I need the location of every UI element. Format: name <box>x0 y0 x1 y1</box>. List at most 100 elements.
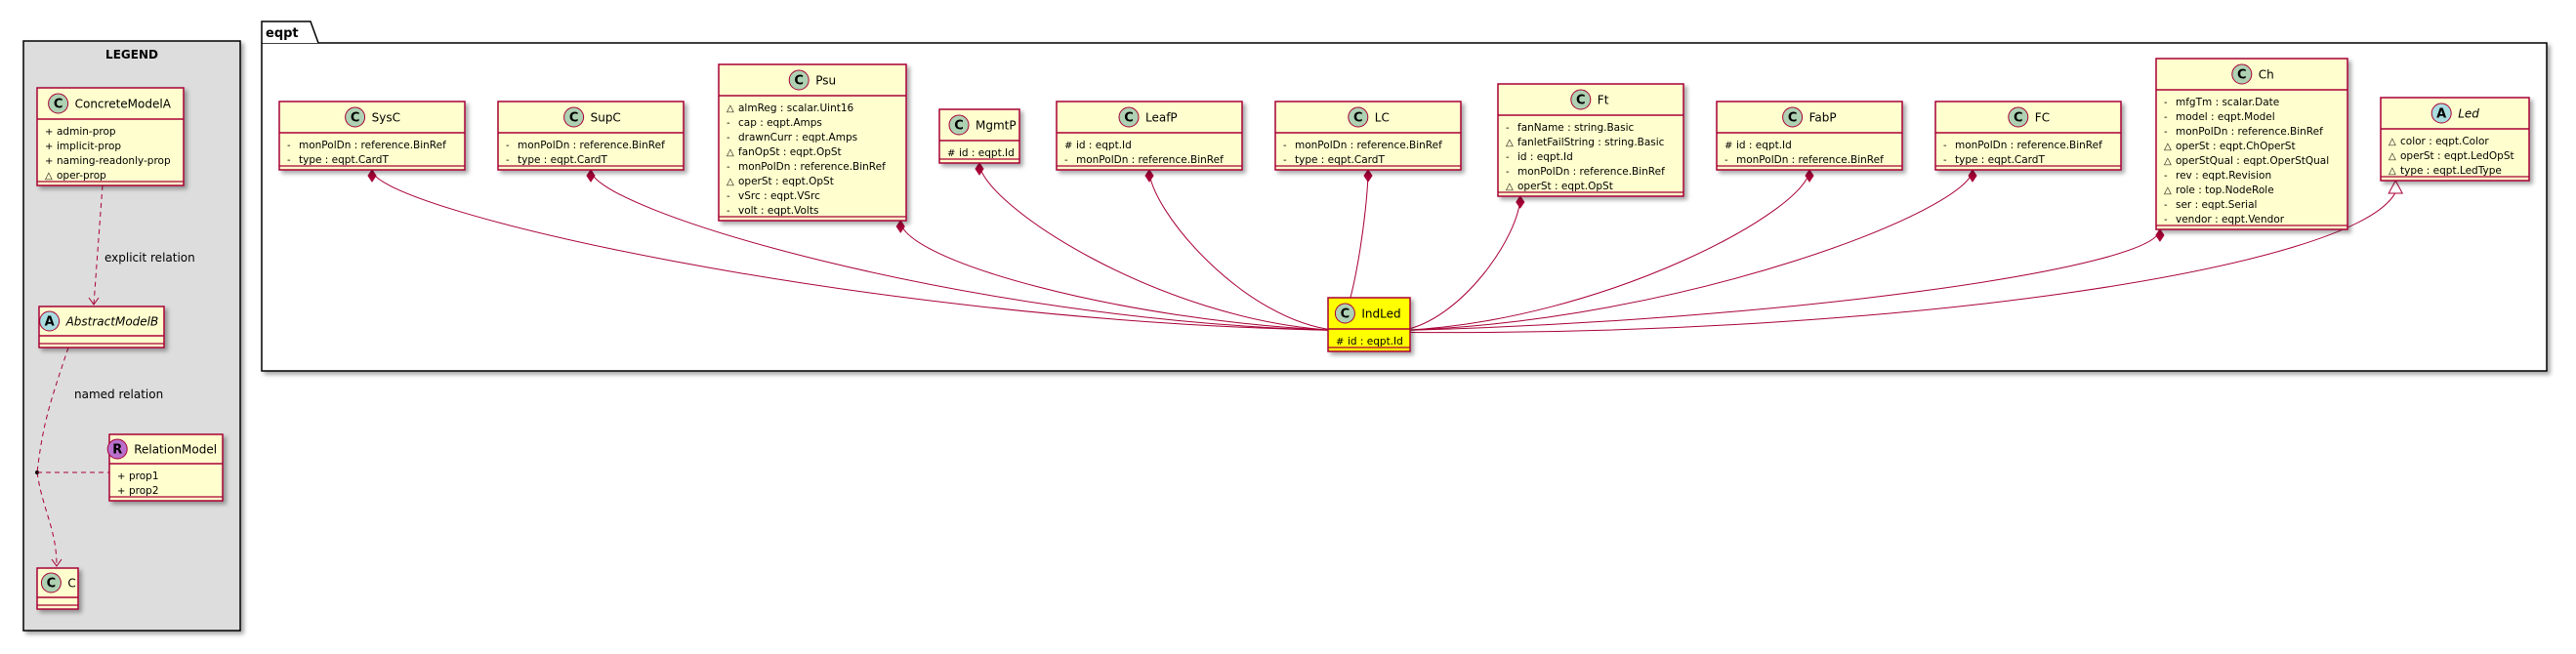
field-text: fanletFailString : string.Basic <box>1517 137 1665 148</box>
stereotype-icon <box>345 106 366 128</box>
class-box <box>2155 58 2348 230</box>
field-text: prop1 <box>129 470 159 482</box>
stereotype-icon <box>2008 106 2029 128</box>
explicit-relation-line <box>93 184 104 306</box>
explicit-relation-arrow <box>88 297 100 306</box>
visibility-icon: △ <box>727 177 734 187</box>
class-name: FC <box>2035 111 2050 125</box>
composition-diamond <box>895 220 905 233</box>
class-box <box>278 101 466 171</box>
field-text: fanOpSt : eqpt.OpSt <box>738 146 842 158</box>
composition-diamond <box>367 169 377 183</box>
stereotype-icon <box>1782 106 1804 128</box>
field-text: prop2 <box>129 485 159 497</box>
visibility-icon: - <box>727 206 730 217</box>
field-text: type : eqpt.CardT <box>1295 154 1385 166</box>
stereotype-icon <box>2231 63 2253 85</box>
visibility-icon: △ <box>2389 166 2396 177</box>
composition-diamond <box>1516 195 1525 209</box>
named-relation-line <box>36 347 69 473</box>
visibility-icon: + <box>45 156 53 167</box>
inheritance-arrow <box>2388 179 2404 194</box>
composition-link-psu <box>899 220 1337 331</box>
class-box <box>1934 101 2122 171</box>
visibility-icon: - <box>2164 171 2168 182</box>
stereotype-letter: C <box>954 119 964 134</box>
composition-diamond <box>586 169 596 183</box>
stereotype-icon <box>1348 106 1369 128</box>
stereotype-icon <box>563 106 585 128</box>
visibility-icon: - <box>2164 127 2168 138</box>
class-name: C <box>67 577 75 591</box>
stereotype-letter: C <box>1576 94 1586 108</box>
field-text: monPolDn : reference.BinRef <box>1955 140 2102 151</box>
stereotype-letter: C <box>47 577 57 592</box>
field-text: drawnCurr : eqpt.Amps <box>738 132 857 143</box>
composition-diamond <box>1805 169 1814 183</box>
class-name: AbstractModelB <box>65 315 159 329</box>
visibility-icon: - <box>1064 155 1068 166</box>
visibility-icon: - <box>1506 123 1510 134</box>
visibility-icon: - <box>2164 200 2168 211</box>
composition-link-leafp <box>1148 169 1337 331</box>
field-text: model : eqpt.Model <box>2176 111 2275 123</box>
stereotype-icon <box>39 310 61 332</box>
field-text: monPolDn : reference.BinRef <box>738 161 886 173</box>
composition-link-fabp <box>1401 169 1810 331</box>
visibility-icon: - <box>1283 141 1287 151</box>
stereotype-icon <box>948 114 970 136</box>
field-text: id : eqpt.Id <box>1076 140 1132 151</box>
class-box <box>38 306 165 348</box>
class-name: Ft <box>1598 94 1609 107</box>
visibility-icon: - <box>2164 215 2168 225</box>
visibility-icon: - <box>727 118 730 129</box>
composition-link-sysc <box>371 169 1337 331</box>
class-box <box>1274 101 1462 171</box>
stereotype-icon <box>1118 106 1140 128</box>
visibility-icon: - <box>1724 155 1728 166</box>
field-text: id : eqpt.Id <box>1348 336 1403 347</box>
composition-link-mgmtp <box>978 162 1337 331</box>
field-text: monPolDn : reference.BinRef <box>2176 126 2323 138</box>
field-text: implicit-prop <box>57 141 121 152</box>
visibility-icon: △ <box>727 147 734 158</box>
named-relation-arrow <box>51 558 62 567</box>
class-name: SysC <box>372 111 400 125</box>
field-text: type : eqpt.CardT <box>299 154 389 166</box>
stereotype-icon <box>2431 102 2452 124</box>
visibility-icon: # <box>947 148 955 159</box>
composition-diamond <box>1144 169 1154 183</box>
stereotype-letter: A <box>2436 107 2446 122</box>
visibility-icon: △ <box>2164 185 2172 196</box>
field-text: vendor : eqpt.Vendor <box>2176 214 2285 225</box>
field-text: almReg : scalar.Uint16 <box>738 102 854 114</box>
field-text: oper-prop <box>57 170 106 182</box>
class-name: ConcreteModelA <box>75 98 172 111</box>
class-name: MgmtP <box>976 119 1017 133</box>
composition-link-supc <box>590 169 1337 331</box>
visibility-icon: △ <box>2164 156 2172 167</box>
visibility-icon: - <box>506 141 510 151</box>
stereotype-letter: C <box>794 74 804 89</box>
class-box <box>718 63 907 222</box>
stereotype-icon <box>1570 89 1592 110</box>
field-text: monPolDn : reference.BinRef <box>299 140 446 151</box>
stereotype-letter: C <box>2014 111 2023 126</box>
stereotype-letter: C <box>1124 111 1134 126</box>
field-text: type : eqpt.CardT <box>518 154 607 166</box>
visibility-icon: △ <box>1506 182 1514 192</box>
visibility-icon: △ <box>1506 138 1514 148</box>
composition-diamond <box>1968 169 1977 183</box>
stereotype-letter: C <box>569 111 579 126</box>
visibility-icon: △ <box>45 171 53 182</box>
